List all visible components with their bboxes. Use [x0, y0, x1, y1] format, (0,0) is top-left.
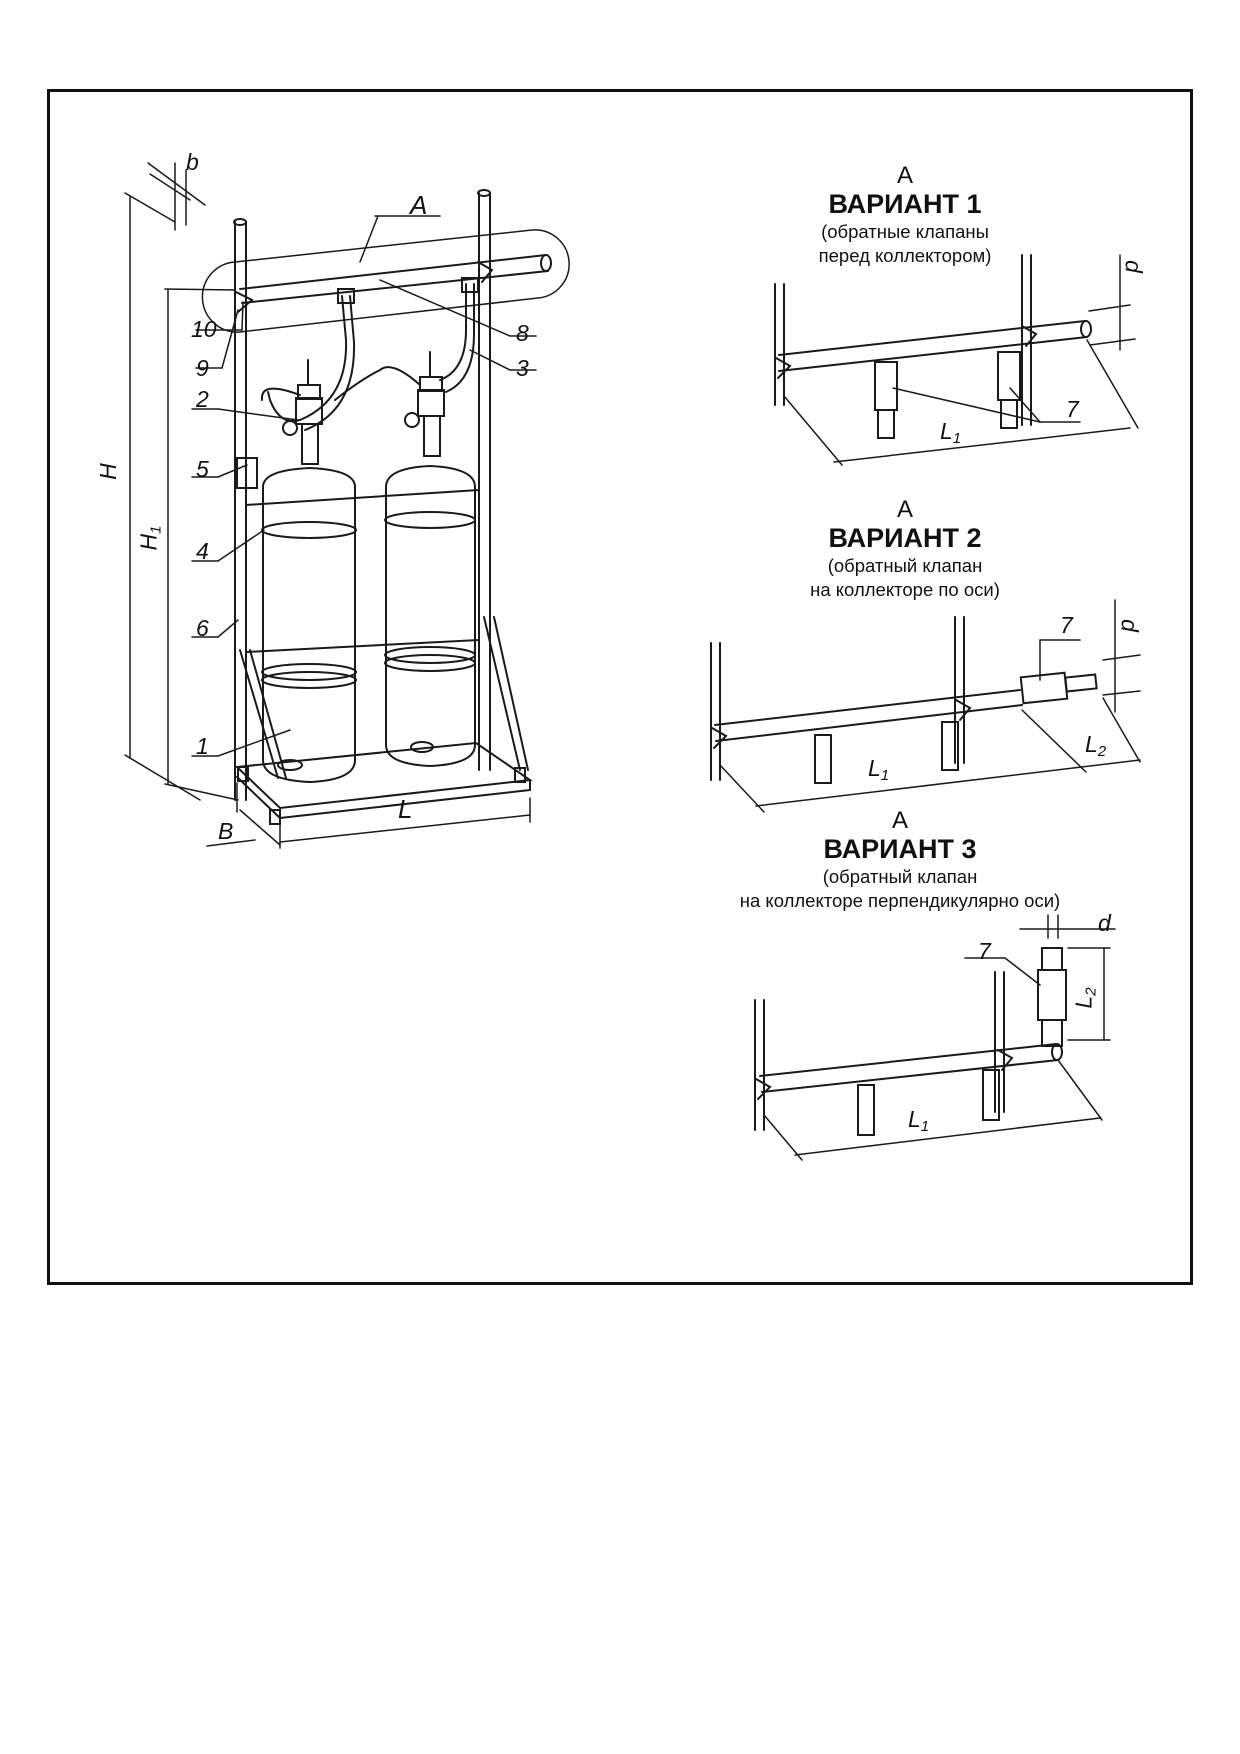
variant-3-drawing [754, 914, 1116, 1161]
label-b: b [186, 149, 199, 175]
base-frame [234, 616, 533, 825]
flexible-hoses [260, 283, 475, 431]
variant-2-label-l2: L2 [1085, 731, 1107, 760]
variant-1-label-7: 7 [1066, 396, 1079, 422]
variant-2-letter: А [896, 496, 913, 523]
label-h1: H1 [135, 525, 165, 551]
label-item-10: 10 [191, 316, 217, 342]
variant-3-title: ВАРИАНТ 3 [823, 834, 977, 865]
variant-2-desc-line1: (обратный клапан [827, 555, 983, 577]
variant-1-desc-line2: перед коллектором) [818, 245, 992, 267]
main-dimensions [124, 162, 537, 849]
detail-a-loop [201, 229, 570, 333]
variant-3-label-d: d [1098, 910, 1111, 936]
label-item-4: 4 [196, 538, 209, 564]
label-item-5: 5 [196, 456, 209, 482]
cylinder-2 [384, 464, 476, 768]
valve-2 [404, 351, 445, 457]
collector-pipe [239, 254, 552, 304]
variant-1-drawing [774, 254, 1139, 466]
label-l: L [398, 794, 413, 824]
variant-3-label-l1: L1 [908, 1106, 930, 1135]
variant-3-desc-line2: на коллекторе перпендикулярно оси) [739, 890, 1061, 912]
variant-1-label-l1: L1 [940, 418, 962, 447]
alarm-box [236, 457, 258, 489]
label-b-width: B [218, 818, 234, 844]
valve-1 [282, 359, 323, 465]
variant-1-title-block: А ВАРИАНТ 1 (обратные клапаны перед колл… [760, 162, 1050, 269]
label-item-1: 1 [196, 733, 209, 759]
variant-3-label-7: 7 [978, 938, 991, 964]
drawing-frame [47, 89, 1193, 1285]
variant-2-label-p: p [1112, 619, 1139, 632]
label-h: H [94, 463, 121, 480]
label-item-3: 3 [516, 355, 529, 381]
variant-3-label-l2: L2 [1070, 987, 1100, 1009]
label-item-8: 8 [516, 320, 529, 346]
variant-2-title-block: А ВАРИАНТ 2 (обратный клапан на коллекто… [760, 496, 1050, 603]
variant-1-letter: А [896, 162, 913, 189]
variant-2-label-l1: L1 [868, 755, 890, 784]
variant-2-desc-line2: на коллекторе по оси) [810, 579, 1000, 601]
collector-fitting-1 [337, 288, 355, 304]
label-item-9: 9 [196, 355, 209, 381]
collector-fitting-2 [461, 277, 479, 293]
variant-3-desc-line1: (обратный клапан [822, 866, 978, 888]
variant-1-desc-line1: (обратные клапаны [821, 221, 989, 243]
variant-2-drawing [710, 599, 1141, 813]
cylinder-1 [261, 466, 357, 784]
variant-2-label-7: 7 [1060, 612, 1073, 638]
main-assembly [201, 189, 570, 825]
label-a: A [410, 190, 428, 220]
variant-3-title-block: А ВАРИАНТ 3 (обратный клапан на коллекто… [700, 807, 1100, 914]
variant-3-letter: А [891, 807, 908, 834]
label-item-6: 6 [196, 615, 209, 641]
variant-1-label-p: p [1116, 260, 1143, 273]
label-item-2: 2 [196, 386, 209, 412]
clamp-right [477, 261, 494, 283]
variant-1-title: ВАРИАНТ 1 [828, 189, 982, 220]
variant-2-title: ВАРИАНТ 2 [828, 523, 982, 554]
